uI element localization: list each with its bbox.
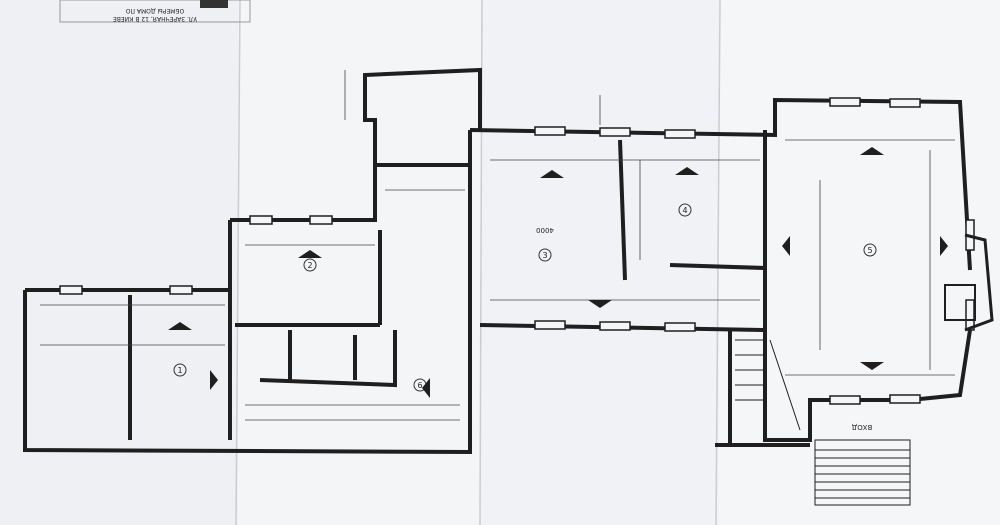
entrance-stair: [735, 339, 911, 506]
title-block: ОБМЕРЫ ДОМА ПО УЛ. ЗАРЕЧНАЯ, 12 В КИЕВЕ: [59, 0, 251, 23]
room-marker-5: [863, 243, 877, 257]
section-arrows: [168, 147, 948, 398]
room-marker-3: [538, 248, 552, 262]
room-marker-1: [173, 363, 187, 377]
room-marker-1-label: 1: [177, 366, 182, 375]
title-block-text: ОБМЕРЫ ДОМА ПО: [125, 7, 184, 14]
room-marker-5-label: 5: [867, 246, 872, 255]
room-marker-4-label: 4: [682, 206, 687, 215]
main-hall-width: 4000: [536, 226, 554, 234]
address-text: УЛ. ЗАРЕЧНАЯ, 12 В КИЕВЕ: [113, 15, 197, 22]
room-marker-4: [678, 203, 692, 217]
dimension-lines: [40, 70, 955, 421]
room-markers: 1 2 3 4 5 6: [173, 203, 877, 392]
bay-inner: [944, 284, 976, 321]
right-bay: [964, 233, 994, 332]
entrance-label: ВХОД: [851, 423, 872, 431]
room-marker-6-label: 6: [417, 381, 422, 390]
room-marker-2-label: 2: [307, 261, 312, 270]
room-marker-3-label: 3: [542, 251, 547, 260]
room-marker-2: [303, 258, 317, 272]
building-walls: [23, 67, 972, 455]
